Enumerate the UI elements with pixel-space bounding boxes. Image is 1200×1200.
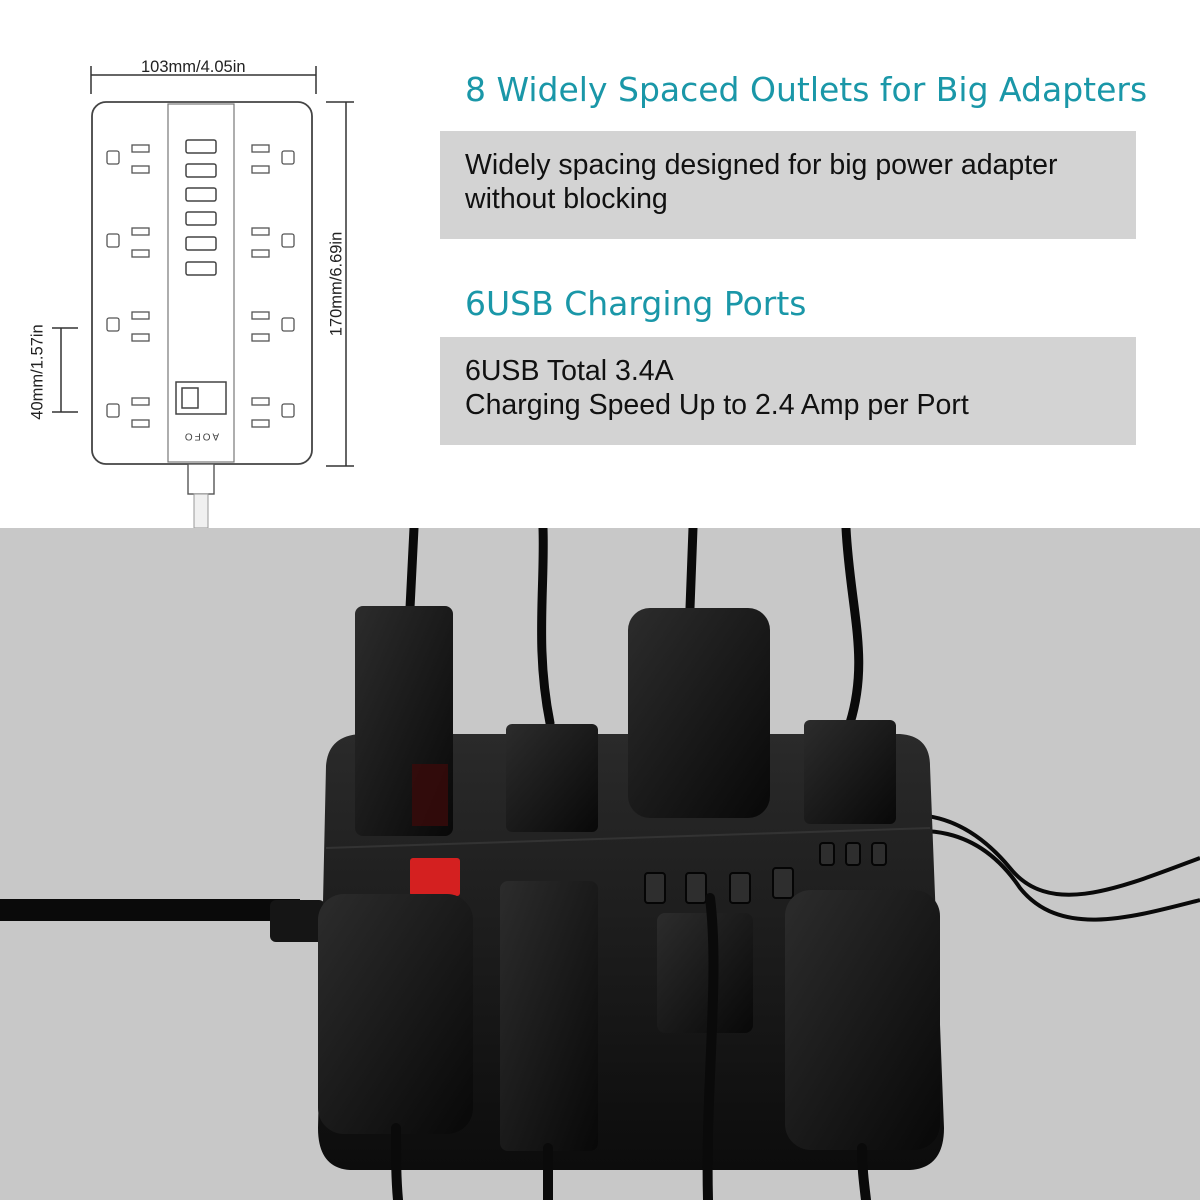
feature-panel-outlets: Widely spacing designed for big power ad… <box>440 131 1136 239</box>
feature-panel-usb: 6USB Total 3.4A Charging Speed Up to 2.4… <box>440 337 1136 445</box>
info-section: 103mm/4.05in 170mm/6.69in 40mm/1.57in AO… <box>0 0 1200 528</box>
feature-heading-outlets: 8 Widely Spaced Outlets for Big Adapters <box>465 70 1148 109</box>
power-strip-photo-illustration <box>0 528 1200 1200</box>
product-photo <box>0 528 1200 1200</box>
dimension-diagram: 103mm/4.05in 170mm/6.69in 40mm/1.57in AO… <box>0 0 420 528</box>
height-dimension-label: 170mm/6.69in <box>327 231 346 337</box>
feature-text-line: 6USB Total 3.4A <box>465 355 674 387</box>
width-dimension-label: 103mm/4.05in <box>141 58 246 76</box>
feature-text-line: without blocking <box>465 183 668 215</box>
spacing-dimension-label: 40mm/1.57in <box>28 324 47 420</box>
power-strip-line-drawing <box>52 66 354 528</box>
feature-text-line: Widely spacing designed for big power ad… <box>465 149 1058 181</box>
power-switch-icon <box>410 858 460 896</box>
feature-heading-usb: 6USB Charging Ports <box>465 284 807 323</box>
brand-label: AOFO <box>182 430 220 442</box>
feature-text-line: Charging Speed Up to 2.4 Amp per Port <box>465 389 969 421</box>
